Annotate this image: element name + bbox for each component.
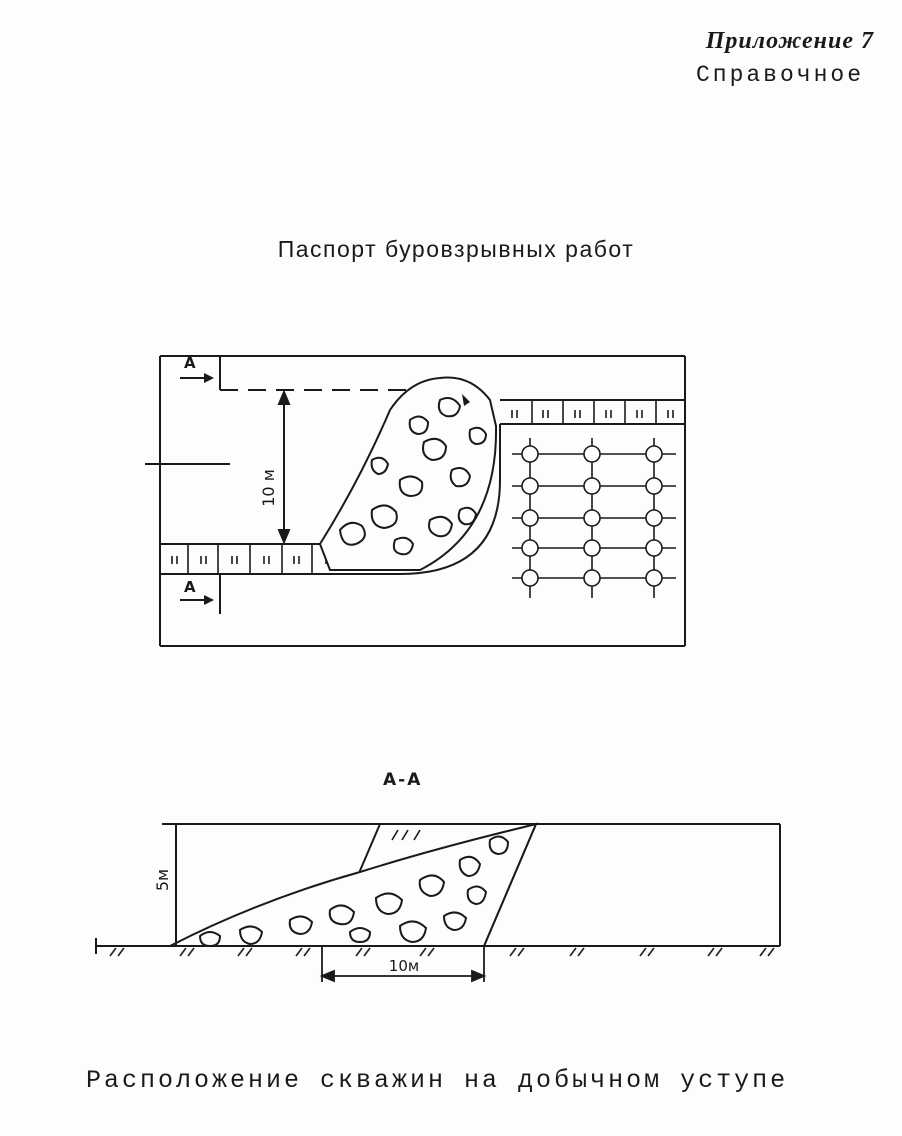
borehole [521, 477, 539, 495]
borehole [583, 445, 601, 463]
section-width-label: 10м [389, 957, 419, 975]
figure-caption: Расположение скважин на добычном уступе [86, 1066, 789, 1095]
height-dimension [277, 389, 291, 545]
borehole [645, 569, 663, 587]
borehole [583, 569, 601, 587]
borehole [583, 539, 601, 557]
plan-view-diagram: 10 м А А [145, 354, 686, 647]
muck-pile [318, 376, 498, 571]
borehole [583, 509, 601, 527]
svg-text:А: А [184, 578, 196, 596]
section-marker-bottom: А [180, 578, 214, 605]
section-view-diagram: 5м 10м [95, 822, 781, 983]
blast-arrow [462, 394, 470, 406]
borehole-grid [512, 438, 676, 598]
borehole [521, 539, 539, 557]
upper-crest-ticks [511, 400, 674, 424]
borehole [583, 477, 601, 495]
borehole [521, 445, 539, 463]
bench-height-label: 10 м [259, 469, 278, 507]
borehole [645, 477, 663, 495]
page-title: Паспорт буровзрывных работ [277, 236, 635, 262]
section-label: А-А [383, 770, 423, 790]
ground-hatching [109, 829, 775, 957]
borehole [645, 445, 663, 463]
section-height-dimension [162, 823, 190, 946]
reference-label: Справочное [695, 62, 864, 88]
appendix-label: Приложение 7 [705, 28, 874, 54]
blasted-rock-pile [169, 822, 538, 948]
borehole [645, 509, 663, 527]
borehole [521, 569, 539, 587]
section-width-dimension [319, 946, 487, 983]
borehole [521, 509, 539, 527]
section-marker-top: А [180, 354, 214, 383]
borehole [645, 539, 663, 557]
section-height-label: 5м [153, 869, 172, 891]
svg-text:А: А [184, 354, 196, 372]
plan-outline [145, 355, 686, 647]
